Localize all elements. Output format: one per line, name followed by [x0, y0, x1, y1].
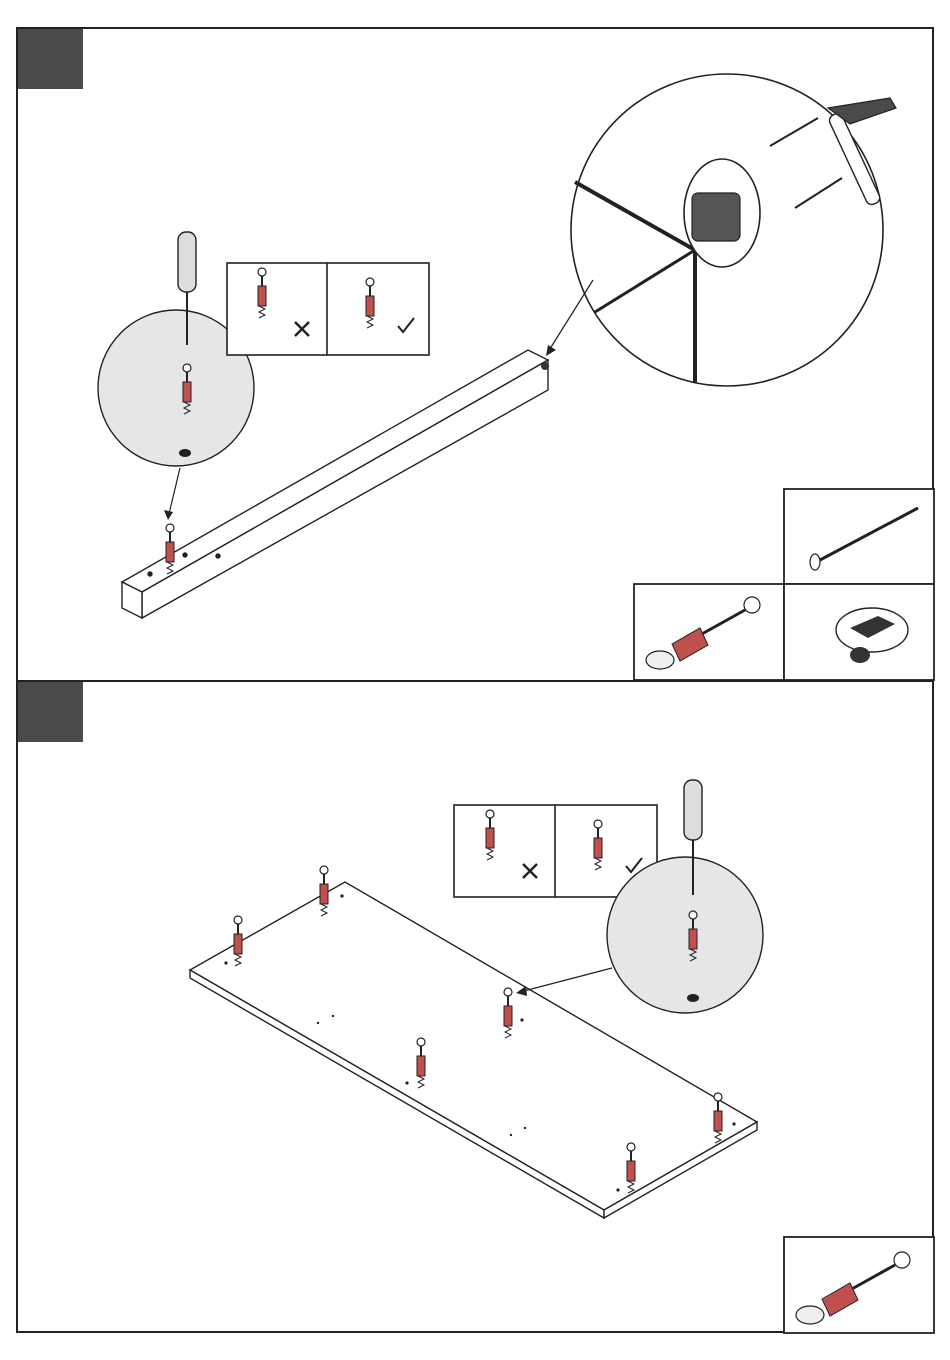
parts-box-cam-bolt — [634, 584, 784, 680]
parts-box-nail — [784, 489, 934, 584]
cam-housing-detail — [546, 74, 896, 386]
parts-box-cam-bolt-2 — [784, 1237, 934, 1333]
beam-cam-housing — [541, 362, 549, 370]
check-boxes-1 — [227, 263, 429, 355]
parts-box-cam-housing — [784, 584, 934, 680]
